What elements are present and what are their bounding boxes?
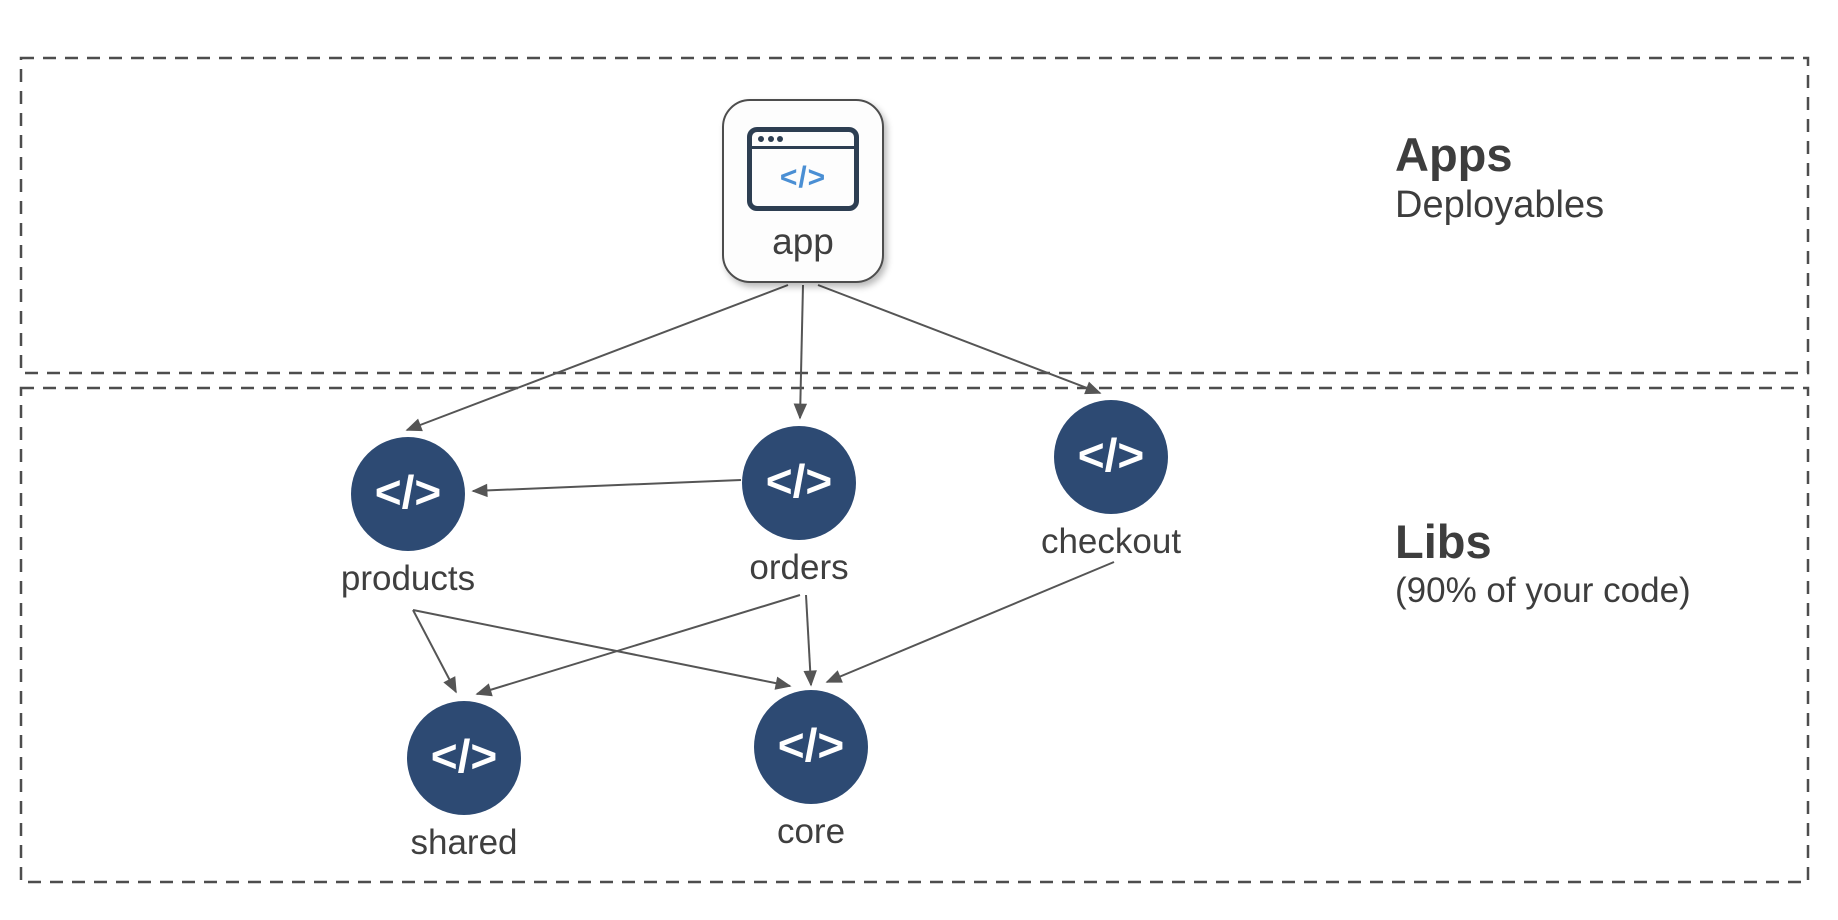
- apps-region-label: Apps Deployables: [1395, 128, 1604, 230]
- browser-dot-icon: [777, 136, 783, 142]
- code-icon: </>: [742, 426, 856, 540]
- browser-dot-icon: [767, 136, 774, 142]
- code-glyph: </>: [1077, 429, 1145, 481]
- code-glyph: </>: [430, 730, 498, 782]
- edge-orders-to-shared: [475, 594, 801, 697]
- node-checkout: </> checkout: [1001, 400, 1221, 562]
- node-app: </> app: [722, 99, 884, 283]
- node-shared: </> shared: [354, 701, 574, 863]
- edge-products-to-shared: [412, 609, 457, 694]
- node-label: checkout: [1040, 522, 1182, 561]
- libs-region-border: [19, 386, 1810, 884]
- code-icon: </>: [407, 701, 521, 815]
- code-icon: </>: [1054, 400, 1168, 514]
- apps-region-subtitle: Deployables: [1395, 184, 1605, 227]
- browser-titlebar: [752, 132, 854, 149]
- edge-orders-to-products: [471, 479, 742, 498]
- browser-dot-icon: [758, 136, 764, 142]
- edge-app-to-orders: [793, 284, 808, 420]
- edge-orders-to-core: [803, 594, 817, 687]
- libs-region-subtitle: (90% of your code): [1395, 571, 1691, 611]
- code-glyph: </>: [779, 160, 827, 194]
- code-icon: </>: [351, 437, 465, 551]
- node-orders: </> orders: [689, 426, 909, 588]
- node-label: products: [340, 559, 476, 598]
- libs-region-label: Libs (90% of your code): [1395, 515, 1691, 613]
- browser-code-icon: </>: [747, 127, 859, 211]
- apps-region-title: Apps: [1395, 128, 1513, 181]
- node-label: shared: [410, 823, 518, 862]
- edge-products-to-core: [412, 609, 792, 690]
- node-core: </> core: [701, 690, 921, 852]
- browser-content: </>: [752, 149, 854, 206]
- libs-region-title: Libs: [1395, 515, 1492, 568]
- node-label: app: [772, 221, 834, 262]
- code-icon: </>: [754, 690, 868, 804]
- code-glyph: </>: [765, 455, 833, 507]
- edge-app-to-checkout: [817, 284, 1102, 395]
- apps-region-border: [19, 56, 1810, 375]
- code-glyph: </>: [374, 466, 442, 518]
- node-products: </> products: [298, 437, 518, 599]
- code-glyph: </>: [777, 719, 845, 771]
- node-label: core: [776, 812, 846, 851]
- node-label: orders: [749, 548, 849, 587]
- edge-checkout-to-core: [825, 561, 1115, 683]
- edge-app-to-products: [405, 284, 789, 432]
